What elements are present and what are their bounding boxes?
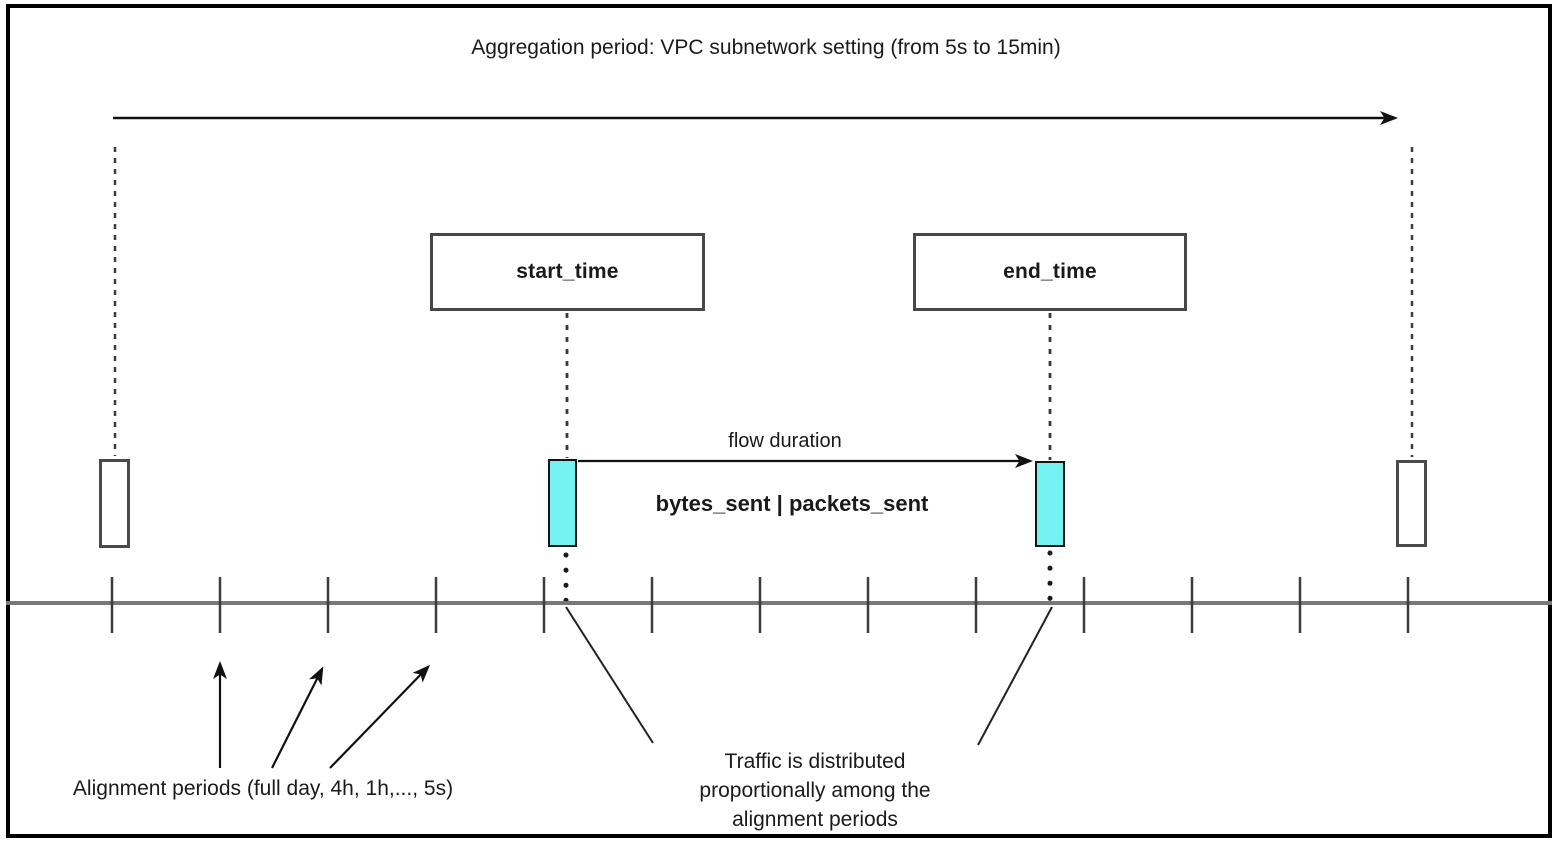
diagram-title: Aggregation period: VPC subnetwork setti… xyxy=(471,36,1061,59)
traffic-note-line-1: Traffic is distributed xyxy=(724,750,906,773)
tick-marks xyxy=(110,577,1410,633)
traffic-note-line-2: proportionally among the xyxy=(699,779,931,802)
boundary-marker-left xyxy=(99,459,130,548)
alignment-periods-label: Alignment periods (full day, 4h, 1h,...,… xyxy=(72,777,454,800)
interval-marker-end xyxy=(1035,461,1065,547)
leader-line-left xyxy=(565,606,654,744)
end-time-box: end_time xyxy=(913,233,1187,311)
interval-marker-start xyxy=(548,459,577,547)
flow-duration-label: flow duration xyxy=(728,430,842,452)
start-time-label: start_time xyxy=(516,260,619,283)
flow-metrics-label: bytes_sent | packets_sent xyxy=(655,491,929,516)
end-time-label: end_time xyxy=(1003,260,1097,283)
traffic-note: Traffic is distributed proportionally am… xyxy=(699,747,930,834)
traffic-note-line-3: alignment periods xyxy=(732,808,898,831)
start-time-box: start_time xyxy=(430,233,705,311)
diagram-frame xyxy=(6,4,1552,838)
boundary-marker-right xyxy=(1396,460,1427,547)
leader-line-right xyxy=(977,606,1053,746)
alignment-arrow-2 xyxy=(271,666,324,769)
alignment-arrow-3 xyxy=(329,664,431,769)
